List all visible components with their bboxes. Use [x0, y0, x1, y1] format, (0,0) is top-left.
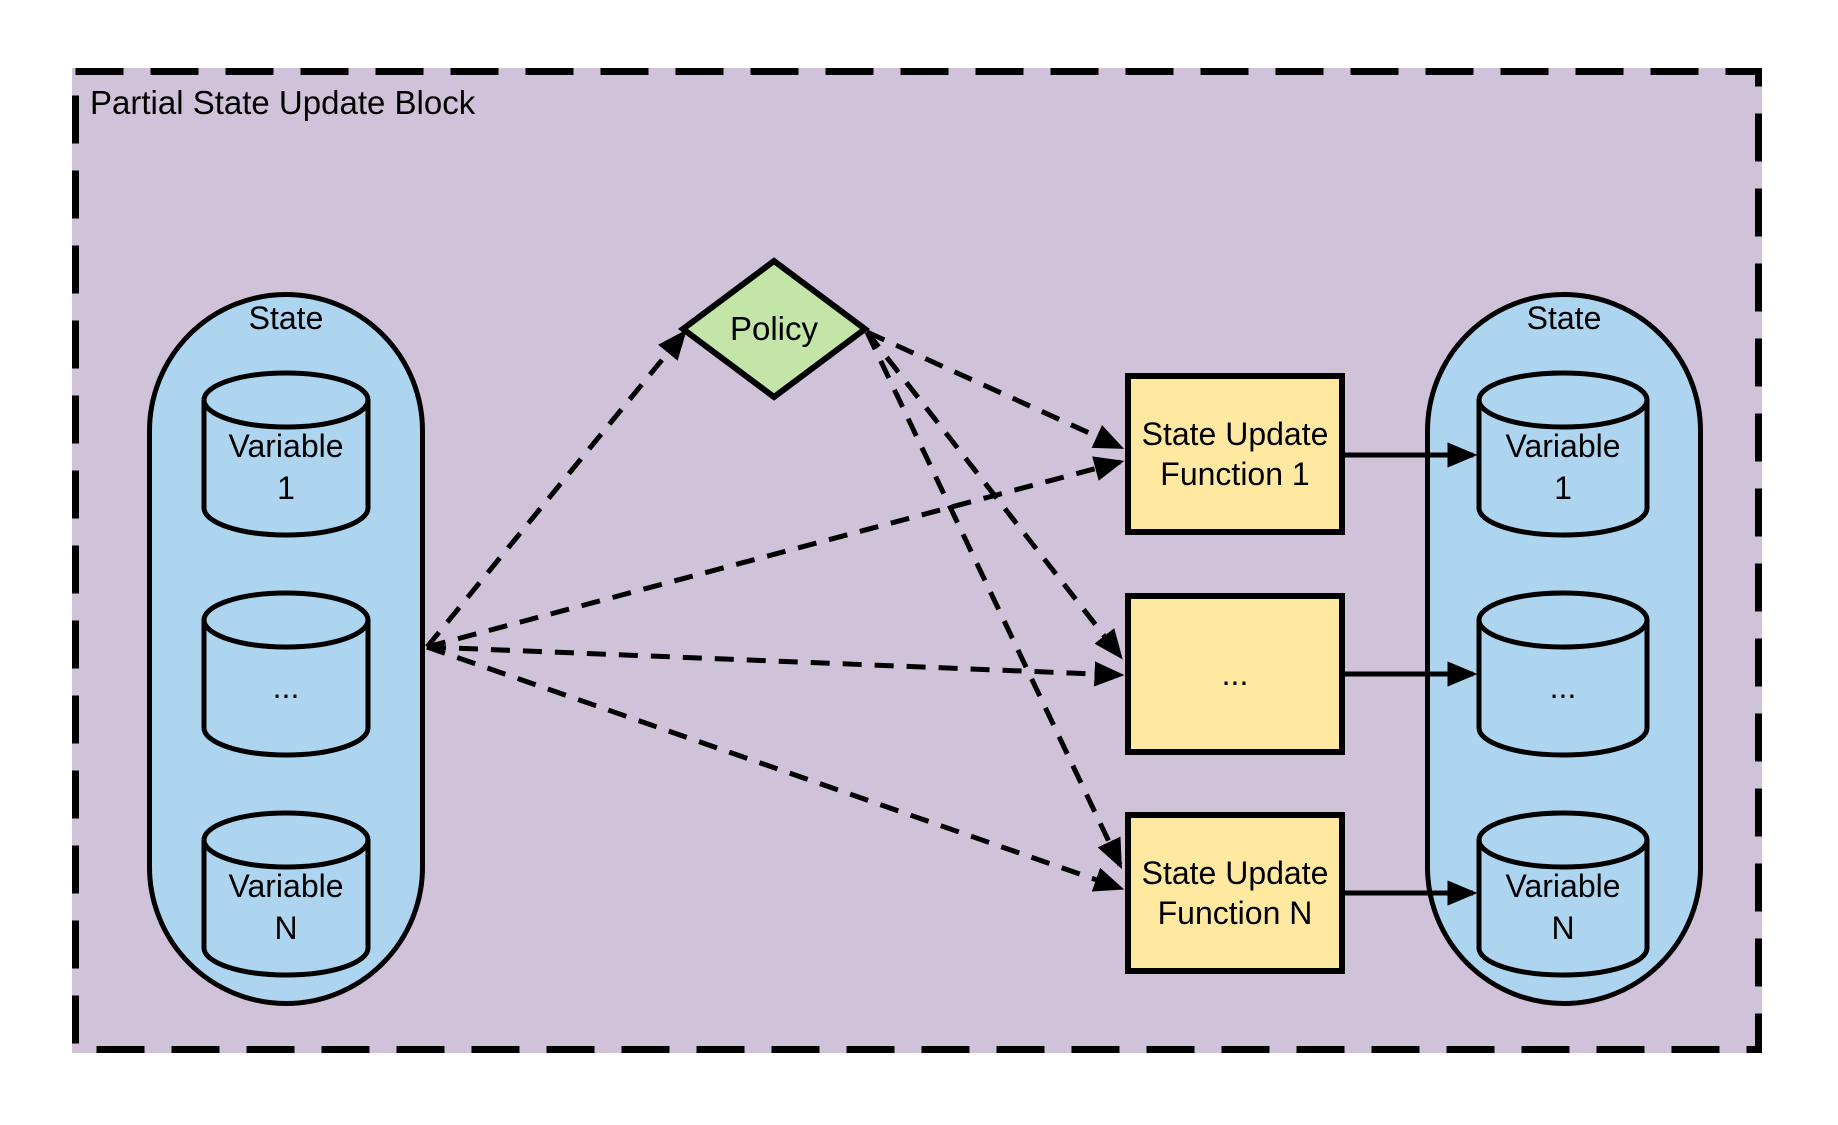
right-variable-n-line2: N [1551, 910, 1575, 946]
policy-label: Policy [729, 310, 819, 347]
right-variable-1-line1: Variable [1505, 428, 1621, 464]
block-title: Partial State Update Block [90, 84, 476, 121]
state-update-function-1-label-line1: State Update [1141, 416, 1329, 452]
state-update-function-1-label-line2: Function 1 [1160, 456, 1310, 492]
state-update-function-n-label-line2: Function N [1157, 895, 1313, 931]
state-update-function-1-box: State Update Function 1 [1125, 373, 1345, 535]
right-variable-1-line2: 1 [1554, 470, 1572, 506]
left-variable-n-label: Variable N [204, 813, 368, 975]
left-variable-ellipsis-line1: ... [272, 669, 300, 705]
right-variable-ellipsis-label: ... [1479, 593, 1647, 755]
right-variable-n-label: Variable N [1479, 813, 1647, 975]
state-update-function-n-box: State Update Function N [1125, 812, 1345, 974]
left-variable-1-label: Variable 1 [204, 373, 368, 535]
left-variable-1-line1: Variable [228, 428, 344, 464]
state-update-function-ellipsis-box: ... [1125, 593, 1345, 755]
right-state-label: State [1526, 300, 1602, 336]
right-variable-ellipsis-line1: ... [1549, 669, 1577, 705]
left-state-label: State [248, 300, 324, 336]
left-variable-1-line2: 1 [277, 470, 295, 506]
state-update-function-n-label-line1: State Update [1141, 855, 1329, 891]
left-variable-n-line2: N [274, 910, 298, 946]
left-variable-n-line1: Variable [228, 868, 344, 904]
left-variable-ellipsis-label: ... [204, 593, 368, 755]
right-variable-1-label: Variable 1 [1479, 373, 1647, 535]
right-variable-n-line1: Variable [1505, 868, 1621, 904]
state-update-function-ellipsis-label: ... [1221, 656, 1249, 692]
